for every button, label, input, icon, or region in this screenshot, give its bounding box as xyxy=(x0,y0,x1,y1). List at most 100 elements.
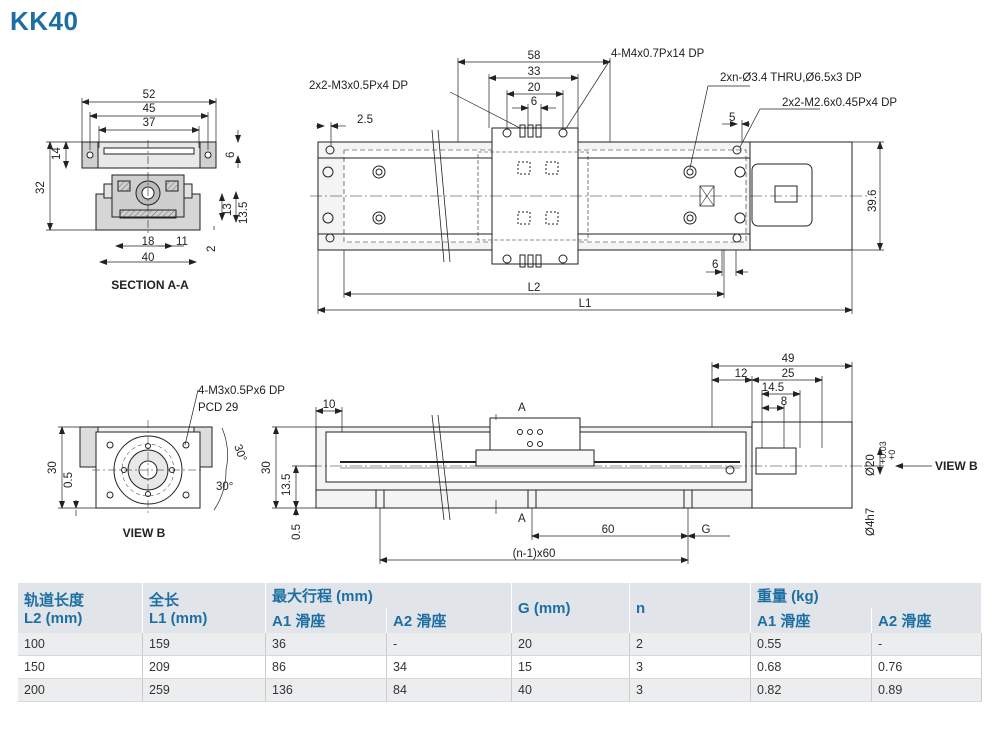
cell-n: 2 xyxy=(629,633,751,656)
cell-g: 20 xyxy=(511,633,630,656)
section-mark-bottom: A xyxy=(518,513,526,525)
header-total-length-cn: 全长 xyxy=(149,592,180,609)
top-view xyxy=(310,124,870,268)
dim-13: 13 xyxy=(222,203,234,216)
dim-37: 37 xyxy=(143,117,156,129)
header-g: G (mm) xyxy=(511,583,630,633)
cell-weight-a1: 0.82 xyxy=(750,678,872,702)
callout-thru: 2xn-Ø3.4 THRU,Ø6.5x3 DP xyxy=(720,72,862,84)
dim-11: 11 xyxy=(176,236,188,248)
cell-n: 3 xyxy=(629,655,751,679)
header-weight-a2: A2 滑座 xyxy=(871,608,982,633)
view-b xyxy=(79,420,213,516)
dim-13-5: 13.5 xyxy=(238,202,250,224)
table-row: 100 159 36 - 20 2 0.55 - xyxy=(18,633,982,656)
cell-rail-length: 200 xyxy=(18,678,143,702)
callout-m3-side: 4-M3x0.5Px6 DP xyxy=(198,385,285,397)
dim-5: 5 xyxy=(729,112,735,124)
cell-total-length: 159 xyxy=(142,633,266,656)
cell-n: 3 xyxy=(629,678,751,702)
dim-60: 60 xyxy=(602,524,615,536)
side-view xyxy=(310,414,870,521)
dim-20: 20 xyxy=(528,82,541,94)
cell-stroke-a1: 36 xyxy=(265,633,387,656)
cell-g: 15 xyxy=(511,655,630,679)
dim-d20: Ø20 xyxy=(865,454,877,476)
header-stroke-a2: A2 滑座 xyxy=(386,608,512,633)
dim-10: 10 xyxy=(323,399,336,411)
dim-32: 32 xyxy=(35,181,47,194)
cell-rail-length: 100 xyxy=(18,633,143,656)
cell-weight-a2: 0.76 xyxy=(871,655,982,679)
top-view-dimensions xyxy=(316,58,884,314)
dim-18: 18 xyxy=(142,236,155,248)
page-title: KK40 xyxy=(10,6,79,36)
cell-stroke-a1: 136 xyxy=(265,678,387,702)
header-weight-a1: A1 滑座 xyxy=(750,608,872,633)
dim-30-vb: 30 xyxy=(47,461,59,474)
header-rail-length-unit: L2 (mm) xyxy=(24,610,83,627)
header-rail-length-cn: 轨道长度 xyxy=(24,592,85,609)
header-stroke-a1: A1 滑座 xyxy=(265,608,387,633)
section-label: SECTION A-A xyxy=(111,278,189,292)
callout-m3: 2x2-M3x0.5Px4 DP xyxy=(309,80,408,92)
cell-total-length: 209 xyxy=(142,655,266,679)
header-n: n xyxy=(629,583,751,633)
callout-m4: 4-M4x0.7Px14 DP xyxy=(611,48,705,60)
header-total-length: 全长 L1 (mm) xyxy=(142,583,266,633)
dim-33: 33 xyxy=(528,66,541,78)
cell-rail-length: 150 xyxy=(18,655,143,679)
angle-30-lower: 30° xyxy=(216,481,233,493)
table-row: 150 209 86 34 15 3 0.68 0.76 xyxy=(18,655,982,679)
cell-stroke-a2: 34 xyxy=(386,655,512,679)
header-rail-length: 轨道长度 L2 (mm) xyxy=(18,583,143,633)
dim-45: 45 xyxy=(143,103,156,115)
section-a-a-view xyxy=(81,140,217,235)
technical-drawing: 52 45 37 14 32 6 13 13.5 18 11 40 2 SECT… xyxy=(35,48,978,564)
header-total-length-unit: L1 (mm) xyxy=(149,610,208,627)
section-mark-top: A xyxy=(518,402,526,414)
dim-40: 40 xyxy=(142,252,155,264)
dim-39-6: 39.6 xyxy=(867,190,879,212)
header-max-stroke: 最大行程 (mm) xyxy=(265,583,512,608)
section-dimensions xyxy=(46,98,241,265)
dim-6-top: 6 xyxy=(531,96,537,108)
dim-14: 14 xyxy=(51,147,63,160)
dim-30-side: 30 xyxy=(261,461,273,474)
view-b-label: VIEW B xyxy=(123,526,166,540)
cell-total-length: 259 xyxy=(142,678,266,702)
dim-49: 49 xyxy=(782,353,795,365)
dim-12: 12 xyxy=(735,368,748,380)
spec-header-row-1: 轨道长度 L2 (mm) 全长 L1 (mm) 最大行程 (mm) G (mm)… xyxy=(18,583,982,633)
cell-stroke-a1: 86 xyxy=(265,655,387,679)
angle-30-upper: 30° xyxy=(231,443,248,463)
spec-table: 轨道长度 L2 (mm) 全长 L1 (mm) 最大行程 (mm) G (mm)… xyxy=(18,583,982,702)
cell-weight-a2: 0.89 xyxy=(871,678,982,702)
spec-header-row-2: A1 滑座 A2 滑座 A1 滑座 A2 滑座 xyxy=(18,608,982,633)
dim-52: 52 xyxy=(143,89,156,101)
dim-n-60: (n-1)x60 xyxy=(513,548,556,560)
side-view-dimensions xyxy=(272,362,932,564)
cell-weight-a1: 0.68 xyxy=(750,655,872,679)
cell-stroke-a2: 84 xyxy=(386,678,512,702)
dim-G: G xyxy=(702,524,711,536)
dim-d20-tol-dn: +0 xyxy=(887,450,897,460)
callout-m2-6: 2x2-M2.6x0.45Px4 DP xyxy=(782,97,897,109)
table-row: 200 259 136 84 40 3 0.82 0.89 xyxy=(18,678,982,702)
dim-L2: L2 xyxy=(528,282,541,294)
dim-2-5: 2.5 xyxy=(357,114,373,126)
dim-6-sec: 6 xyxy=(225,152,237,158)
header-weight: 重量 (kg) xyxy=(750,583,982,608)
dim-14-5: 14.5 xyxy=(762,382,784,394)
dim-6-bottom: 6 xyxy=(712,259,718,271)
dim-d4: Ø4h7 xyxy=(865,508,877,536)
dim-d20-tol-up: +0.03 xyxy=(878,441,888,464)
dim-0-5-side: 0.5 xyxy=(291,524,303,540)
dim-25: 25 xyxy=(782,368,795,380)
cell-weight-a1: 0.55 xyxy=(750,633,872,656)
view-b-dimensions xyxy=(58,389,228,516)
dim-13-5-side: 13.5 xyxy=(281,474,293,496)
cell-g: 40 xyxy=(511,678,630,702)
view-b-arrow-label: VIEW B xyxy=(935,459,978,473)
cell-stroke-a2: - xyxy=(386,633,512,656)
